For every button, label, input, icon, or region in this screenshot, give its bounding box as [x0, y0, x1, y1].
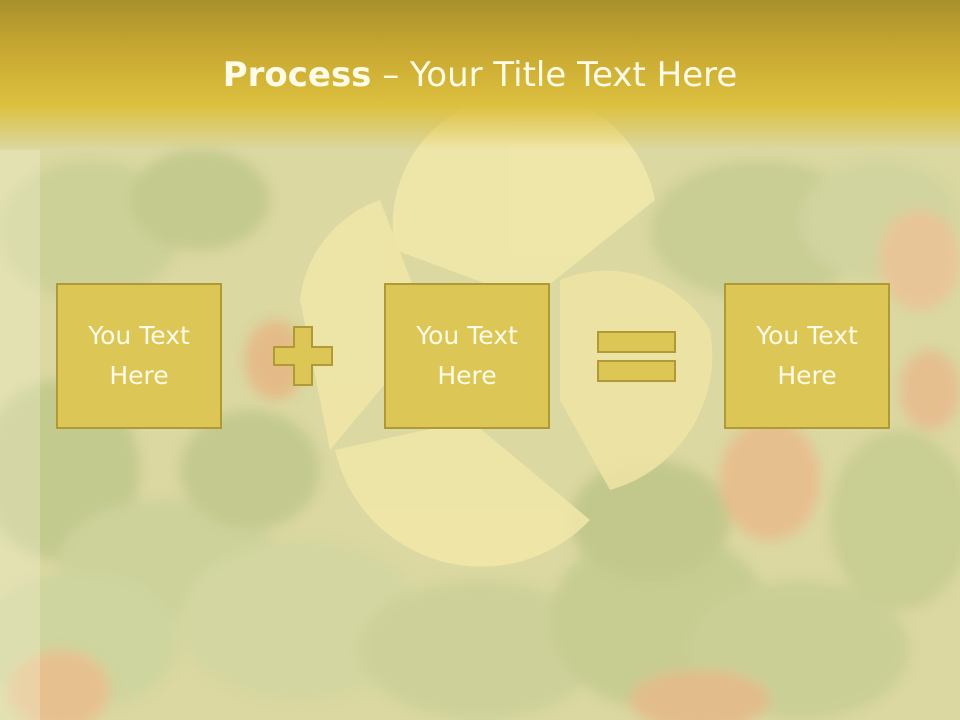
equals-icon [597, 331, 676, 382]
process-box-1[interactable]: You Text Here [56, 283, 222, 429]
title-rest-part: – Your Title Text Here [371, 55, 738, 95]
process-box-2[interactable]: You Text Here [384, 283, 550, 429]
process-box-3[interactable]: You Text Here [724, 283, 890, 429]
slide-title: Process – Your Title Text Here [0, 52, 960, 98]
title-band [0, 0, 960, 150]
plus-icon [273, 326, 333, 386]
title-bold-part: Process [222, 55, 372, 95]
